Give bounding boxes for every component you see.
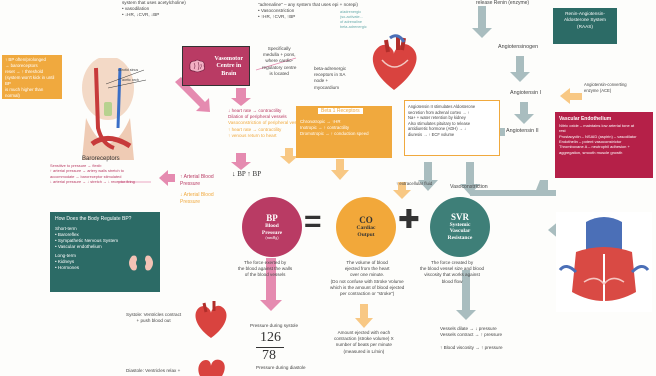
ecf-text: ↑ extracellular fluid [396, 181, 433, 186]
co-name: Cardiac Output [356, 225, 376, 238]
diastolic-value: 78 [262, 348, 276, 363]
regulate-box: How Does the Body Regulate BP? Short-ter… [50, 212, 160, 292]
co-definition: The volume of blood ejected from the hea… [330, 260, 405, 296]
raas-box: Renin-Angiotensin- Aldosterone System (R… [553, 8, 617, 44]
pink-lines [118, 57, 297, 183]
arrow-down-bp [231, 153, 251, 170]
arrow-ang2-down [418, 162, 438, 191]
vasoconstriction-text: Vasoconstriction [450, 184, 488, 190]
adrenergic-note: a/adrenergic (so-activate... of adrenali… [340, 10, 367, 30]
beta1-item-1: Chronotropic → ↑HR [300, 119, 341, 124]
co-circle: CO Cardiac Output [336, 197, 396, 257]
diastole-text: Diastole: Ventricles relax + [126, 368, 181, 373]
regulate-line-5: Long-term [55, 252, 76, 258]
aortic-arch-label: aortic arch [122, 78, 139, 82]
arrow-vasocon-down [460, 162, 480, 195]
arrow-angiotensinogen-down [510, 56, 530, 82]
arrow-left-pressure [159, 170, 175, 186]
regulate-line-7: • Hormones [55, 264, 80, 270]
bp-result-text: ↓ BP ↑ BP [232, 170, 262, 178]
sympathetic-text: "adrenaline" – any system that uses epi … [258, 2, 358, 20]
circulation-diagram-icon [556, 212, 652, 312]
beta1-item-2: Inotropic → ↑ contractility [300, 124, 350, 130]
svr-name: Systemic Vascular Resistance [447, 222, 473, 241]
heart-diastole-icon [198, 359, 225, 376]
brain-icon [189, 59, 205, 73]
beta1-box: Beta 1 Receptors Chronotropic → ↑HR Inot… [296, 106, 392, 158]
ace-text: Angiotensin-converting enzyme (ACE) [584, 82, 627, 93]
arrow-ace [560, 88, 582, 104]
bp-abbr: BP [266, 213, 278, 224]
neck-anatomy-icon [82, 58, 147, 160]
co-formula: Amount ejected with each contraction (st… [334, 330, 394, 354]
bp-circle: BP Blood Pressure (mmHg) [242, 197, 302, 257]
plus-sign: ✚ [398, 204, 420, 234]
diastolic-label: Pressure during diastole [256, 365, 306, 370]
arrow-renin-down [472, 6, 492, 38]
svr-effects: Vessels dilate → ↓ pressure Vessels cont… [440, 326, 503, 350]
endothelium-box: Vascular Endothelium Nitric oxide – main… [555, 112, 653, 178]
peach-arrows [280, 88, 582, 328]
arrow-co-down [355, 304, 373, 328]
regulate-line-4: • Vascular endothelium [55, 244, 102, 250]
angiotensin-effects-text: Angiotensin II stimulates Aldosterone se… [408, 104, 476, 137]
carotid-sinus-label: carotid sinus [118, 68, 139, 72]
svr-abbr: SVR [450, 212, 469, 223]
regulate-title: How Does the Body Regulate BP? [55, 216, 132, 222]
systolic-value: 126 [260, 330, 281, 345]
regulate-line-1: Short-term [55, 225, 77, 231]
fraction-line [256, 347, 284, 348]
angiotensin-2-text: Angiotensin II [506, 128, 539, 134]
angiotensin-1-text: Angiotensin I [510, 90, 542, 96]
raas-title: Renin-Angiotensin- Aldosterone System (R… [564, 11, 606, 29]
arrow-bp-circle-down [260, 258, 282, 311]
angiotensinogen-text: Angiotensinogen [498, 44, 539, 50]
effect-hr-increase: ↑ heart rate → contractility [228, 126, 282, 132]
baroreceptor-reset-box: ↑ BP often/prolonged → baroreceptors res… [2, 55, 62, 99]
renin-release-text: release Renin (enzyme) [476, 0, 530, 6]
bp-definition: The force exerted by the blood against t… [238, 260, 293, 278]
regulate-line-3: • Sympathetic Nervous System [55, 238, 119, 244]
regulate-line-2: • Baroreflex [55, 231, 79, 237]
baroreceptors-desc: Sensitive to pressure → flexib ↑ arteria… [50, 163, 135, 184]
svr-definition: The force created by the blood vessel si… [420, 260, 485, 284]
systole-text: Systole: Ventricles contract + push bloo… [126, 312, 182, 324]
arrow-beta-down [331, 159, 349, 180]
vasomotor-note: Specifically medulla + pons, where cardi… [262, 46, 297, 76]
kidney-icon [129, 255, 153, 271]
arrow-svr-down [456, 270, 476, 320]
parasympathetic-text: system that uses acetylcholine) • vasodi… [122, 0, 186, 18]
svr-circle: SVR Systemic Vascular Resistance [430, 197, 490, 257]
endothelium-title: Vascular Endothelium [559, 116, 612, 122]
vasomotor-title: Vasomotor Centre in Brain [214, 54, 244, 77]
systolic-label: Pressure during systole [250, 323, 299, 328]
angiotensin-effects-box: Angiotensin II stimulates Aldosterone se… [404, 100, 500, 156]
bp-name: Blood Pressure [261, 223, 283, 236]
arrow-effects-down [280, 148, 298, 164]
heart-icon [372, 34, 417, 90]
arrow-down-brain [231, 88, 251, 106]
effect-hr: ↓ heart rate → contractility [228, 108, 282, 113]
beta1-item-3: Dromotropic → ↑ conduction speed [300, 130, 369, 136]
arrow-ang1-down [514, 102, 534, 124]
beta1-title: Beta 1 Receptors [318, 108, 363, 114]
effect-venous: ↑ venous return to heart [228, 132, 277, 138]
co-abbr: CO [359, 215, 373, 226]
arrow-angio-down [393, 182, 411, 199]
baroreceptor-reset-text: ↑ BP often/prolonged → baroreceptors res… [5, 57, 55, 98]
equals-sign: = [304, 205, 322, 238]
regulate-line-6: • Kidneys [55, 258, 75, 264]
vasomotor-centre-box: Vasomotor Centre in Brain [182, 46, 250, 86]
effect-dilation: Dilation of peripheral vessels [228, 114, 287, 120]
endothelium-text: Nitric oxide – maintains low arterial to… [559, 122, 637, 155]
bp-unit: (mmHg) [265, 235, 279, 240]
arterial-up-text: ↑ Arterial Blood Pressure [180, 174, 214, 187]
heart-systole-icon [195, 301, 227, 338]
beta-receptor-location: beta-adrenergic receptors in SA node + m… [314, 66, 347, 90]
arrow-endo-down [470, 180, 556, 196]
baroreceptors-title: Baroreceptors [82, 156, 120, 162]
arterial-down-text: ↓ Arterial Blood Pressure [180, 192, 214, 205]
